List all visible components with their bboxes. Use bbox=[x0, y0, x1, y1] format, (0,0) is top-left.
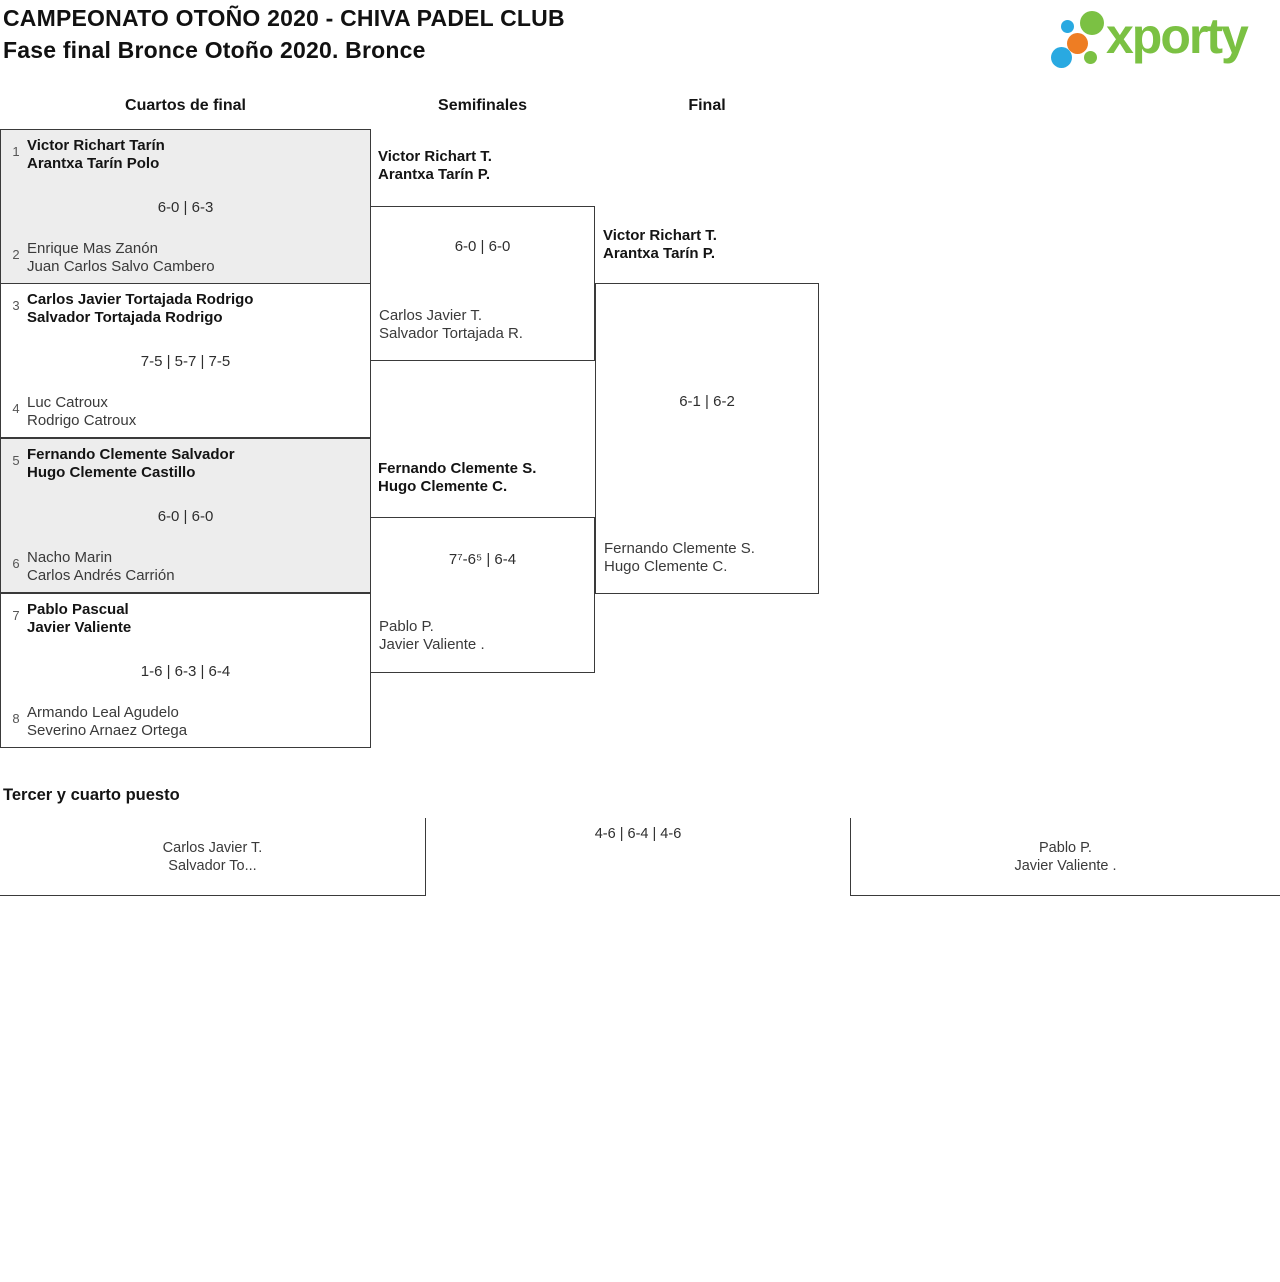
xporty-wordmark: xporty bbox=[1106, 8, 1249, 64]
team-name: Carlos Javier T.Salvador To... bbox=[162, 840, 263, 874]
sf-match-2: 7⁷-6⁵ | 6-4 Pablo P.Javier Valiente . bbox=[370, 517, 595, 673]
seed-number: 2 bbox=[12, 247, 20, 262]
match-score: 6-0 | 6-3 bbox=[157, 199, 214, 216]
third-place-left-box: Carlos Javier T.Salvador To... bbox=[0, 818, 426, 896]
logo-dot-icon bbox=[1067, 33, 1088, 54]
team-name: Pablo P.Javier Valiente . bbox=[1014, 840, 1117, 874]
logo-dot-icon bbox=[1061, 20, 1074, 33]
match-score: 7-5 | 5-7 | 7-5 bbox=[140, 353, 231, 370]
seed-number: 6 bbox=[12, 556, 20, 571]
seed-number: 4 bbox=[12, 401, 20, 416]
seed-number: 5 bbox=[12, 453, 20, 468]
team-name: Carlos Javier T.Salvador Tortajada R. bbox=[379, 307, 523, 342]
third-place-heading: Tercer y cuarto puesto bbox=[3, 786, 180, 804]
logo-dot-icon bbox=[1080, 11, 1104, 35]
match-score: 4-6 | 6-4 | 4-6 bbox=[594, 826, 682, 842]
team-name: Victor Richart T.Arantxa Tarín P. bbox=[378, 148, 492, 183]
match-score: 1-6 | 6-3 | 6-4 bbox=[140, 663, 231, 680]
third-place-right-box: Pablo P.Javier Valiente . bbox=[850, 818, 1280, 896]
logo-dot-icon bbox=[1051, 47, 1072, 68]
match-score: 6-1 | 6-2 bbox=[679, 393, 735, 410]
sf-match-1: 6-0 | 6-0 Carlos Javier T.Salvador Torta… bbox=[370, 206, 595, 361]
phase-subtitle: Fase final Bronce Otoño 2020. Bronce bbox=[3, 37, 426, 63]
final-match: 6-1 | 6-2 Fernando Clemente S.Hugo Cleme… bbox=[595, 283, 819, 594]
team-name: Fernando Clemente S.Hugo Clemente C. bbox=[378, 460, 537, 495]
logo-dot-icon bbox=[1084, 51, 1097, 64]
team-name: Pablo P.Javier Valiente . bbox=[379, 618, 485, 653]
seed-number: 3 bbox=[12, 298, 20, 313]
seed-number: 1 bbox=[12, 144, 20, 159]
match-score: 7⁷-6⁵ | 6-4 bbox=[448, 551, 517, 568]
seed-number: 7 bbox=[12, 608, 20, 623]
seed-number: 8 bbox=[12, 711, 20, 726]
round-header-cuartos: Cuartos de final bbox=[125, 97, 246, 114]
match-score: 6-0 | 6-0 bbox=[157, 508, 214, 525]
round-header-final: Final bbox=[688, 97, 726, 114]
match-score: 6-0 | 6-0 bbox=[454, 238, 511, 255]
tournament-title: CAMPEONATO OTOÑO 2020 - CHIVA PADEL CLUB bbox=[3, 5, 565, 31]
team-name: Fernando Clemente S.Hugo Clemente C. bbox=[604, 540, 755, 575]
round-header-semifinales: Semifinales bbox=[438, 97, 527, 114]
team-name: Victor Richart T.Arantxa Tarín P. bbox=[603, 227, 717, 262]
xporty-logo[interactable]: xporty bbox=[1048, 6, 1278, 70]
